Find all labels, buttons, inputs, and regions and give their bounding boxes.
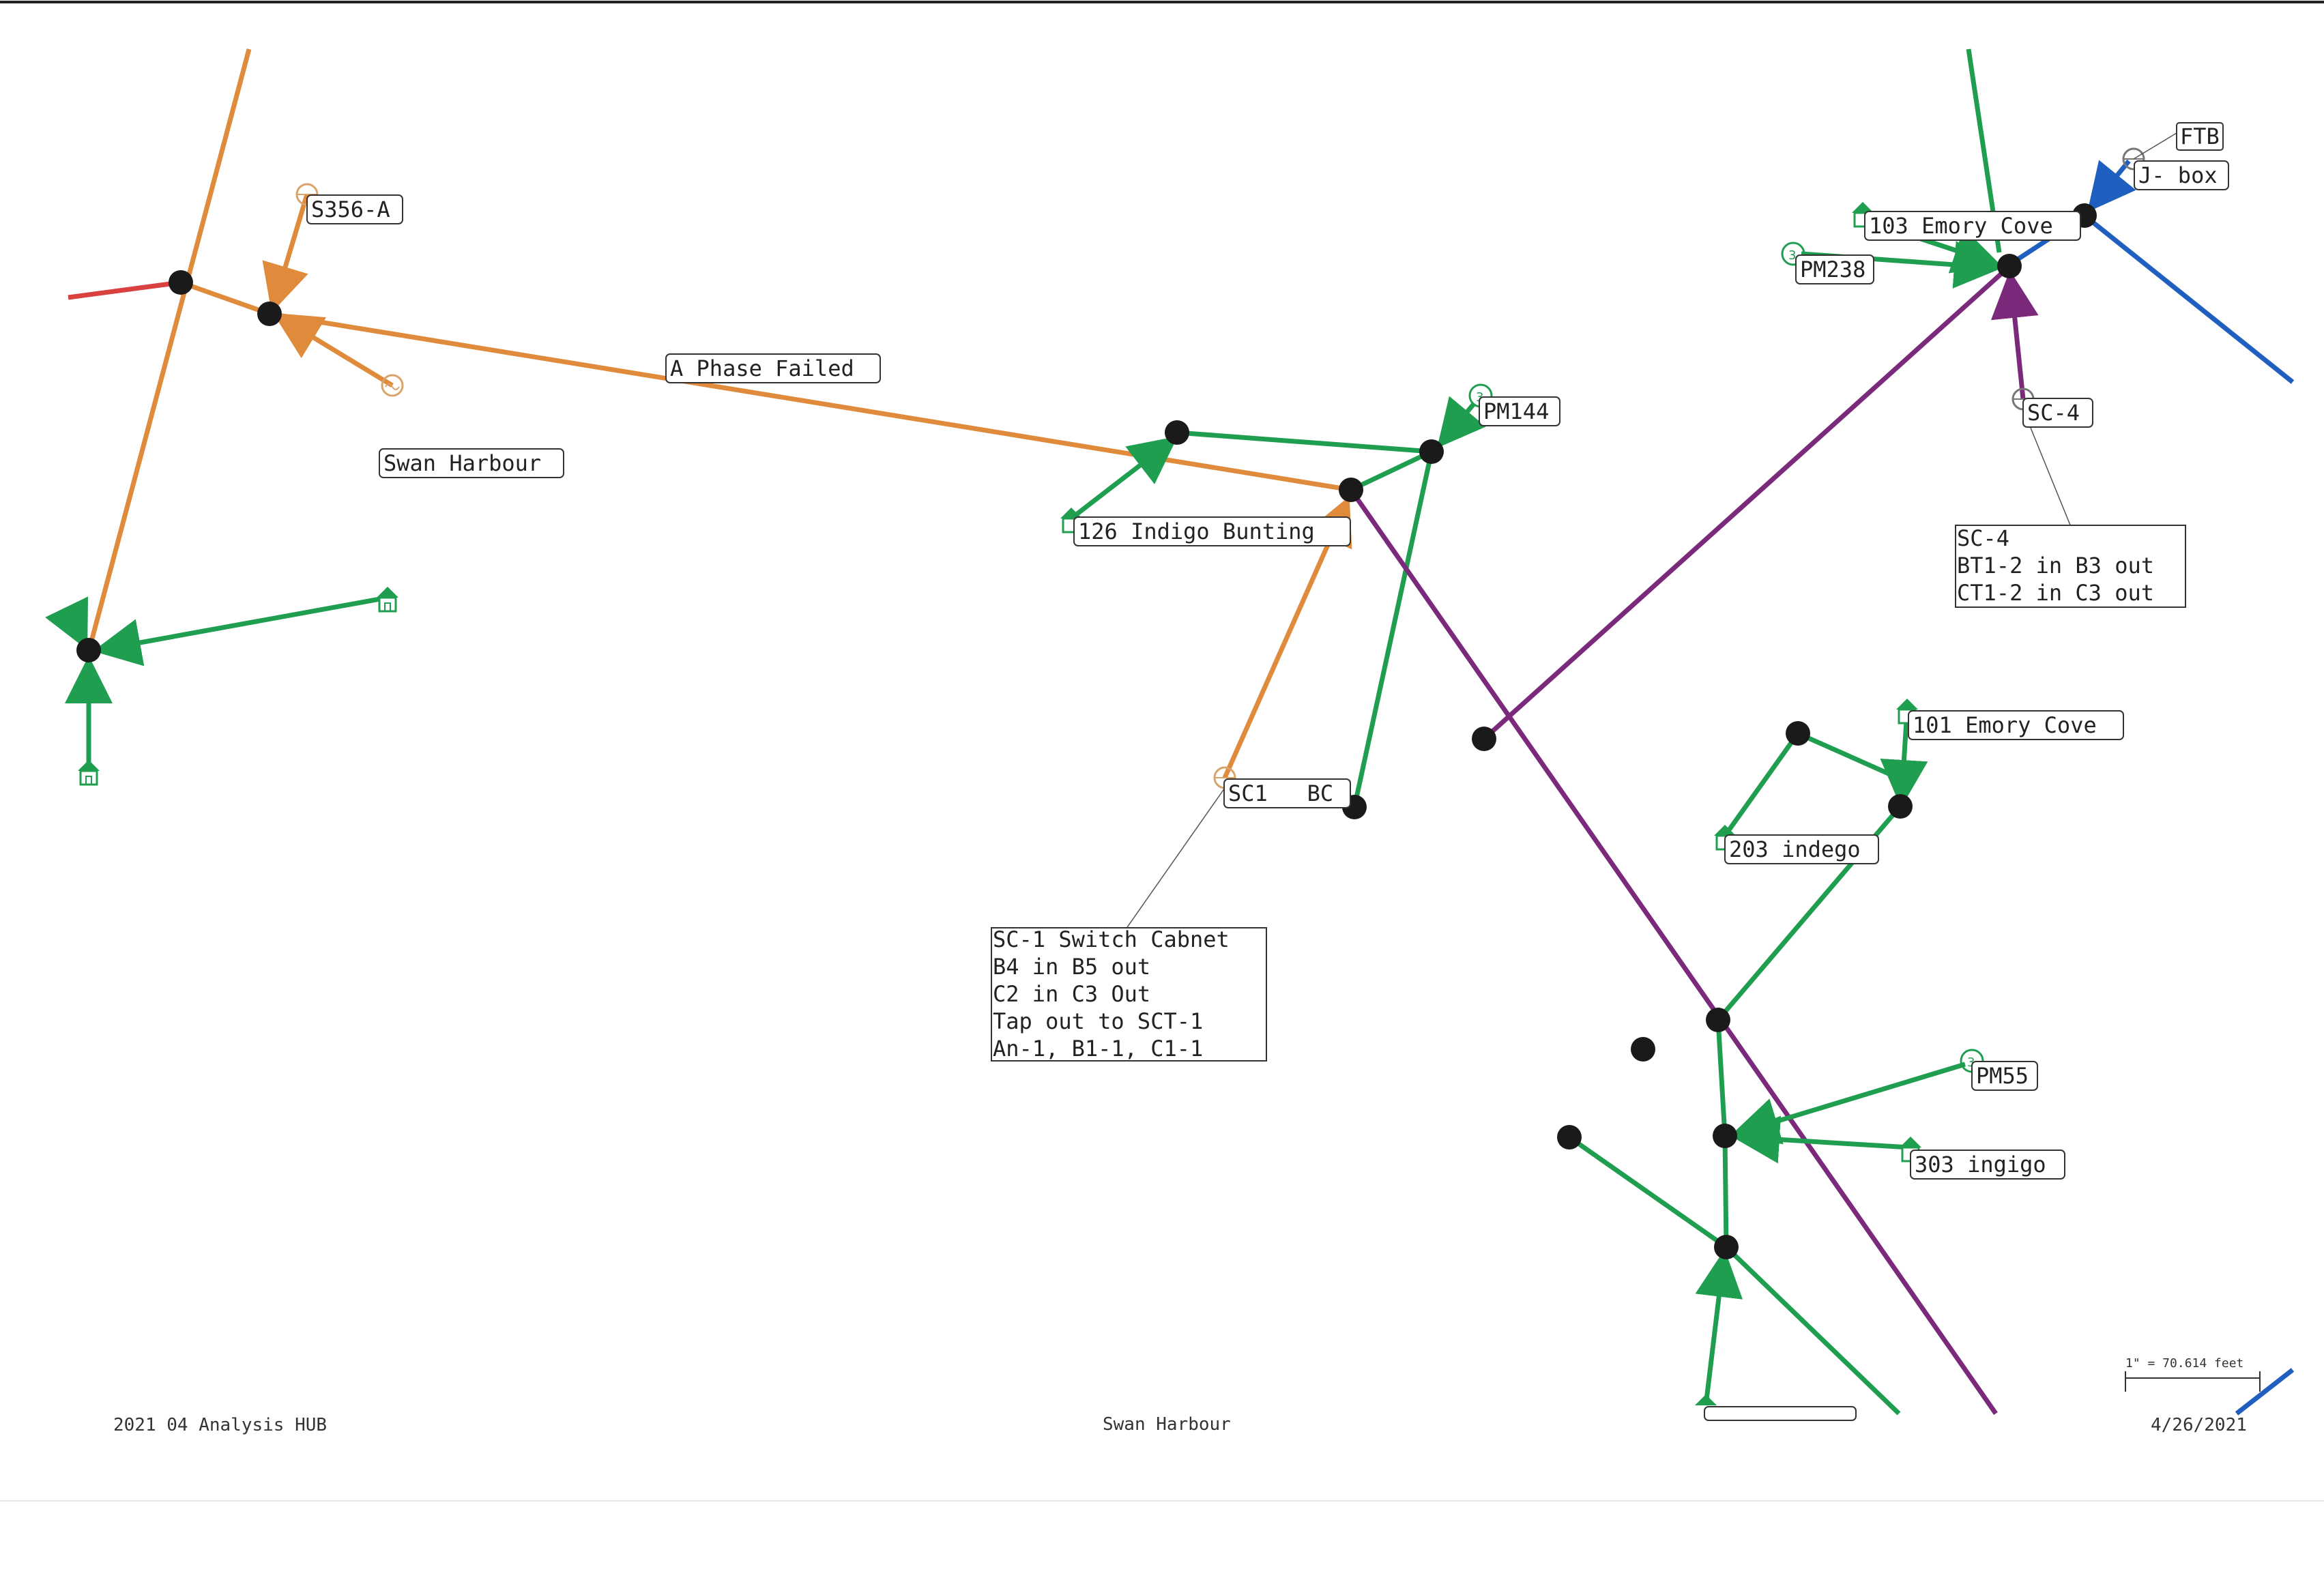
purple-tap-sc4 [1990,270,2039,400]
label-126-indigo-bunting: 126 Indigo Bunting [1078,518,1315,544]
green-line [1722,1135,1729,1248]
orange-feeder-left [86,48,252,652]
leader-line [1125,787,1225,930]
middle-cluster: 3 [1060,267,2008,1416]
junction-node [1888,794,1913,819]
switch-circle-icon [381,374,404,397]
green-line [1715,1019,1728,1137]
green-service-pm144 [1437,396,1486,448]
leader-line [2133,132,2177,160]
label-pm238: PM238 [1800,257,1865,282]
footer-left: 2021 04 Analysis HUB [113,1415,327,1435]
green-service-303 [1732,1115,1911,1164]
house-icon [377,587,398,613]
blue-line-right [2082,214,2295,384]
green-service-101 [1880,709,1928,808]
junction-node [1339,478,1363,502]
label-sc1-bc: SC1 BC [1228,780,1333,806]
junction-node [1997,254,2022,278]
note-sc4: SC-4 BT1-2 in B3 out CT1-2 in C3 out [1955,525,2186,608]
note-sc1: SC-1 Switch Cabnet B4 in B5 out C2 in C3… [991,926,1267,1062]
orange-segment [179,280,271,317]
green-service-left [45,596,89,650]
orange-tap-s356a [262,193,310,313]
junction-node [1631,1037,1655,1062]
green-service-126 [1073,436,1178,518]
label-pm144: PM144 [1483,398,1549,424]
label-pm55: PM55 [1976,1063,2029,1089]
orange-tap-lower [273,312,394,387]
house-icon [78,760,100,786]
scale-text: 1" = 70.614 feet [2125,1356,2243,1371]
footer-center: Swan Harbour [1103,1414,1231,1435]
junction-node [1557,1125,1582,1150]
label-a-phase-failed: A Phase Failed [670,355,854,381]
label-ftb: FTB [2180,123,2220,149]
house-icon [1695,1394,1717,1405]
label-cut-off [1704,1406,1857,1421]
red-line [68,280,181,300]
left-cluster [45,48,1352,786]
footer: 2021 04 Analysis HUB Swan Harbour 4/26/2… [113,1356,2261,1435]
svg-text:SC-4: SC-4 [1957,525,2009,551]
purple-primary [1349,488,1998,1416]
junction-node [1706,1008,1730,1032]
green-line-down [1352,451,1434,808]
junction-node [1165,420,1189,445]
green-service-house [93,595,388,667]
svg-text:3: 3 [1788,248,1796,263]
svg-text:SC-1 Switch Cabnet: SC-1 Switch Cabnet [993,926,1230,952]
junction-node [1714,1235,1739,1259]
junction-node [76,638,101,662]
label-203-indego: 203 indego [1729,836,1861,862]
green-line [1724,1245,1901,1416]
footer-right: 4/26/2021 [2151,1415,2247,1435]
junction-node [1419,439,1444,464]
junction-node [1786,721,1810,746]
labels: S356-A A Phase Failed Swan Harbour 126 I… [306,122,2229,1421]
junction-node [257,302,282,326]
label-103-emory-cove: 103 Emory Cove [1869,213,2053,239]
label-s356a: S356-A [311,196,390,222]
purple-branch [1482,267,2008,741]
green-line [1567,1135,1728,1249]
svg-text:C2 in C3 Out: C2 in C3 Out [993,981,1150,1007]
green-line [1176,430,1432,454]
svg-text:Tap out to SCT-1: Tap out to SCT-1 [993,1008,1203,1034]
blue-line-bottom [2235,1368,2295,1416]
leader-line [2022,409,2072,527]
junction-node [1472,727,1496,751]
green-line [1350,449,1433,493]
green-line [1797,731,1891,777]
svg-text:3: 3 [1967,1055,1975,1070]
label-303-ingigo: 303 ingigo [1915,1152,2046,1177]
label-j-box: J- box [2138,162,2218,188]
blue-tap-jbox [2087,159,2136,212]
green-line [1723,731,1800,838]
svg-text:BT1-2 in B3 out: BT1-2 in B3 out [1957,553,2154,579]
svg-text:An-1, B1-1, C1-1: An-1, B1-1, C1-1 [993,1036,1203,1062]
green-service-bottom [1695,1249,1743,1406]
svg-text:B4 in B5 out: B4 in B5 out [993,954,1150,980]
svg-text:3: 3 [1476,390,1483,405]
label-sc4: SC-4 [2027,400,2080,426]
junction-node [1713,1124,1737,1148]
pad-mount-transformer-icon: 3 [1781,242,1805,266]
label-101-emory-cove: 101 Emory Cove [1913,712,2097,738]
svg-text:CT1-2 in C3 out: CT1-2 in C3 out [1957,580,2154,606]
orange-tap-sc1 [1222,496,1352,779]
scale-bar [2125,1371,2261,1392]
junction-node [169,270,193,295]
label-swan-harbour: Swan Harbour [383,450,541,476]
